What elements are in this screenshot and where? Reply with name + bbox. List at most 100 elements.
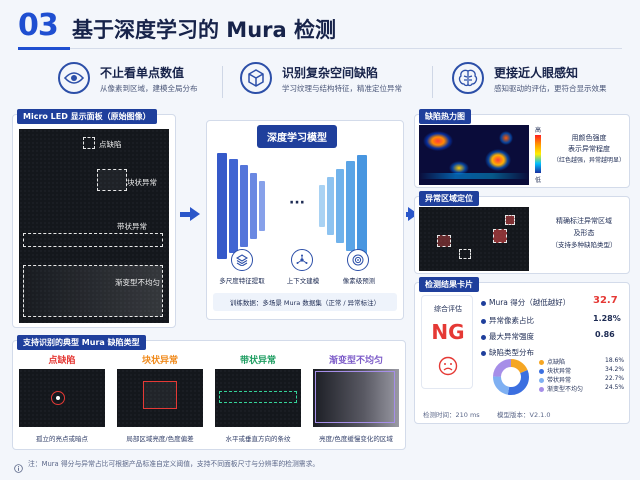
type-thumb-gradient — [313, 369, 399, 427]
bullet-icon — [481, 300, 486, 306]
network-icon — [291, 249, 313, 271]
type-thumb-band — [215, 369, 301, 427]
band-marker — [219, 391, 297, 403]
decoder-layer — [336, 169, 344, 243]
feature-divider — [222, 66, 223, 98]
color-scale — [535, 135, 541, 173]
score-value: 32.7 — [593, 295, 618, 306]
feature-global: 不止看单点数值 从像素到区域，建模全局分布 — [58, 60, 218, 104]
heatmap-desc-line: 用颜色强度 — [571, 134, 607, 142]
locate-desc: 精确标注异常区域 及形态 （支持多种缺陷类型） — [541, 215, 627, 251]
legend-name: 渐变型不均匀 — [547, 386, 584, 393]
module-label: 像素级预测 — [342, 277, 376, 285]
bullet-icon — [481, 334, 486, 340]
encoder-layer — [217, 153, 227, 259]
training-note: 训练数据：多场景 Mura 数据集（正常 / 异常标注） — [213, 293, 397, 311]
dist-row: 缺陷类型分布 — [481, 347, 534, 358]
max-row: 最大异常强度 — [481, 331, 534, 342]
feature-perception: 更接近人眼感知 感知驱动的评估，更符合显示效果 — [452, 60, 622, 104]
target-icon — [347, 249, 369, 271]
locate-box — [459, 249, 471, 259]
feature-title: 更接近人眼感知 — [494, 66, 579, 80]
sad-face-icon — [438, 356, 458, 380]
dist-label: 缺陷类型分布 — [489, 348, 534, 357]
encoder-layer — [250, 173, 257, 239]
legend-value: 24.5% — [605, 384, 625, 391]
detect-time: 检测时间：210 ms — [423, 411, 480, 419]
locate-box — [437, 235, 451, 247]
module-label: 上下文建模 — [286, 277, 320, 285]
legend-name: 点缺陷 — [547, 359, 566, 366]
info-icon — [14, 458, 23, 477]
model-version: 模型版本：V2.1.0 — [497, 411, 551, 419]
block-marker — [143, 381, 177, 409]
score-label: Mura 得分（越低越好） — [489, 298, 571, 307]
bullet-icon — [481, 318, 486, 324]
type-caption: 孤立的亮点或暗点 — [36, 435, 88, 443]
type-caption: 亮度/色度缓慢变化的区域 — [319, 435, 393, 443]
type-title: 块状异常 — [141, 356, 178, 366]
panel-tag: 缺陷热力图 — [419, 109, 471, 124]
type-title: 带状异常 — [239, 356, 276, 366]
distribution-donut — [493, 359, 529, 395]
type-title: 点缺陷 — [48, 356, 76, 366]
label-block: 块状异常 — [127, 178, 157, 187]
max-value: 0.86 — [595, 330, 615, 339]
flow-arrow-2 — [408, 207, 418, 221]
title-accent-bar — [18, 47, 70, 50]
ellipsis-icon: ··· — [289, 195, 305, 211]
scale-low: 低 — [535, 177, 542, 184]
locate-image — [419, 207, 529, 271]
page-title: 基于深度学习的 Mura 检测 — [72, 18, 336, 42]
heatmap-desc: 用颜色强度 表示异常程度 （红色越强，异常越明显） — [549, 133, 629, 166]
type-thumb-block — [117, 369, 203, 427]
ratio-value: 1.28% — [593, 314, 621, 323]
legend-name: 带状异常 — [547, 377, 572, 384]
heat-band — [419, 173, 529, 179]
legend-swatch — [539, 378, 544, 383]
locate-desc-line: （支持多种缺陷类型） — [551, 241, 617, 249]
panel-tag: 支持识别的典型 Mura 缺陷类型 — [17, 335, 146, 350]
heat-spot — [423, 131, 453, 151]
module-label: 多尺度特征提取 — [219, 277, 265, 285]
micro-led-panel: Micro LED 显示面板（原始图像） 点缺陷 块状异常 带状异常 渐变型不均… — [12, 109, 176, 328]
panel-tag: Micro LED 显示面板（原始图像） — [17, 109, 157, 124]
legend-swatch — [539, 387, 544, 392]
score-row: Mura 得分（越低越好） — [481, 297, 570, 308]
donut-slice — [493, 359, 529, 395]
donut-slice — [493, 359, 529, 395]
type-caption: 水平或垂直方向的条纹 — [225, 435, 291, 443]
decoder-layer — [319, 185, 325, 227]
encoder-layer — [259, 181, 265, 231]
verdict-box: 综合评估 NG — [421, 295, 473, 389]
heatmap-panel: 缺陷热力图 高 低 用颜色强度 表示异常程度 （红色越强，异常越明显） — [414, 109, 630, 188]
feature-spatial: 识别复杂空间缺陷 学习纹理与结构特征，精准定位异常 — [240, 60, 420, 104]
bullet-icon — [481, 350, 486, 356]
heatmap-image — [419, 125, 529, 185]
point-marker — [51, 391, 65, 405]
type-title: 渐变型不均匀 — [328, 356, 383, 366]
donut-slice — [493, 359, 529, 395]
ratio-row: 异常像素占比 — [481, 315, 534, 326]
result-card: 检测结果卡片 综合评估 NG Mura 得分（越低越好） 32.7 异常像素占比… — [414, 277, 630, 424]
encoder-layer — [240, 165, 248, 247]
max-label: 最大异常强度 — [489, 332, 534, 341]
feature-divider — [432, 66, 433, 98]
footnote: 注：Mura 得分与异常占比可根据产品标准自定义阈值，支持不同面板尺寸与分辨率的… — [28, 460, 320, 468]
flow-arrow-stem — [180, 212, 192, 217]
type-thumb-point — [19, 369, 105, 427]
defect-types-panel: 支持识别的典型 Mura 缺陷类型 点缺陷 孤立的亮点或暗点 块状异常 局部区域… — [12, 335, 406, 450]
point-dot — [56, 396, 60, 400]
eval-label: 综合评估 — [434, 305, 462, 313]
title-divider — [18, 48, 622, 49]
legend-name: 块状异常 — [547, 368, 572, 375]
legend-item: 渐变型不均匀 24.5% — [539, 384, 629, 393]
model-panel: 深度学习模型 ··· 多尺度特征提取 上下文建模 像素级预测 训练数据：多场景 … — [206, 120, 404, 320]
label-gradient: 渐变型不均匀 — [115, 278, 160, 287]
raw-image: 点缺陷 块状异常 带状异常 渐变型不均匀 — [19, 129, 169, 323]
flow-arrow-1 — [190, 207, 200, 221]
point-defect-box — [83, 137, 95, 149]
